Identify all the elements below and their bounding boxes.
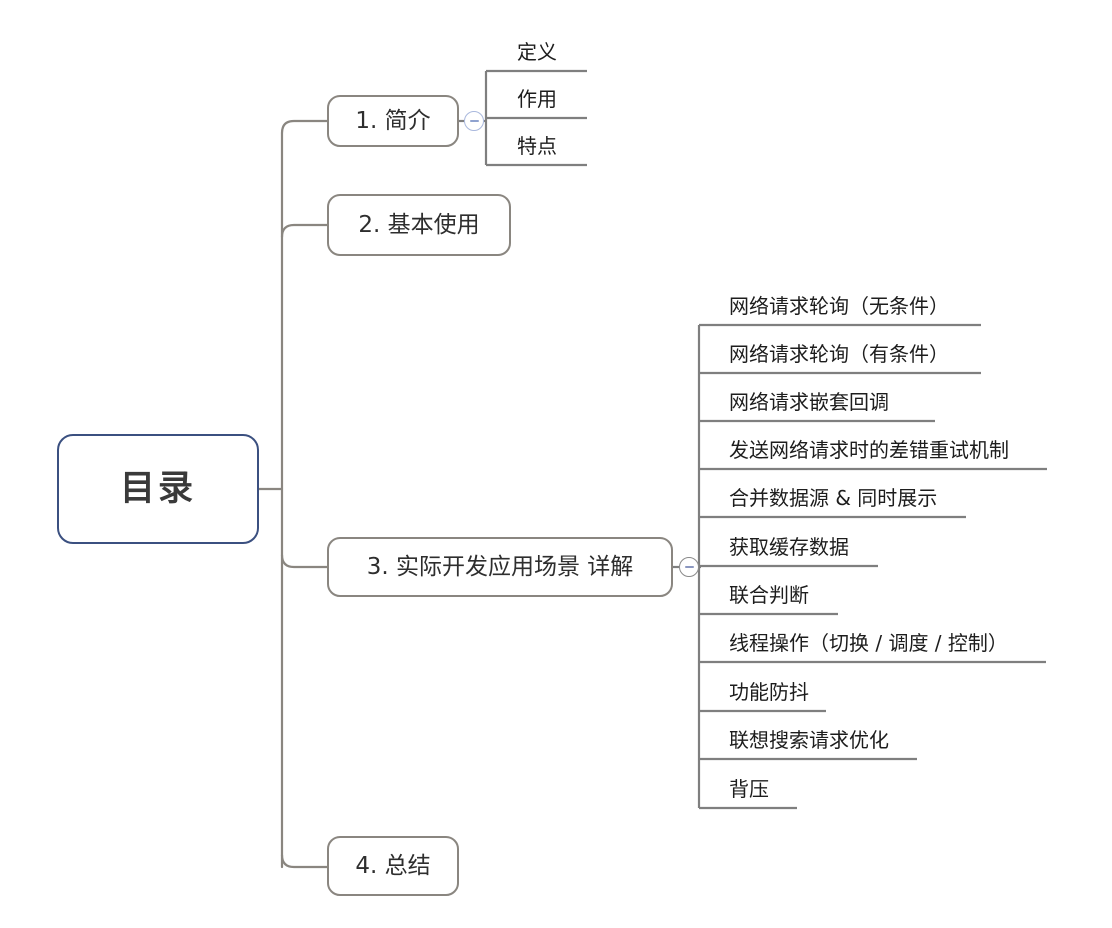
leaf-node-b3-3[interactable]: 发送网络请求时的差错重试机制 xyxy=(727,424,1009,469)
leaf-node-b3-8[interactable]: 功能防抖 xyxy=(727,666,809,711)
leaf-label-b3-0: 网络请求轮询（无条件） xyxy=(729,294,949,318)
leaf-node-b1-0[interactable]: 定义 xyxy=(515,26,557,71)
leaf-label-b3-9: 联想搜索请求优化 xyxy=(729,728,889,752)
branch-node-3[interactable]: 3. 实际开发应用场景 详解 xyxy=(327,537,673,597)
leaf-label-b1-2: 特点 xyxy=(517,134,557,158)
branch-label-1: 1. 简介 xyxy=(355,107,431,134)
leaf-label-b1-1: 作用 xyxy=(517,87,557,111)
leaf-label-b3-6: 联合判断 xyxy=(729,583,809,607)
leaf-node-b3-9[interactable]: 联想搜索请求优化 xyxy=(727,714,889,759)
collapse-toggle-branch-3[interactable] xyxy=(679,557,699,577)
leaf-label-b1-0: 定义 xyxy=(517,40,557,64)
edge-to-branch-2 xyxy=(280,223,329,239)
leaf-node-b3-10[interactable]: 背压 xyxy=(727,763,769,808)
root-node[interactable]: 目录 xyxy=(57,434,259,544)
root-label: 目录 xyxy=(119,468,196,509)
branch-node-1[interactable]: 1. 简介 xyxy=(327,95,459,147)
leaf-label-b3-7: 线程操作（切换 / 调度 / 控制） xyxy=(729,631,1008,655)
leaf-node-b3-6[interactable]: 联合判断 xyxy=(727,569,809,614)
minus-icon xyxy=(684,566,694,568)
leaf-node-b1-2[interactable]: 特点 xyxy=(515,120,557,165)
branch-label-3: 3. 实际开发应用场景 详解 xyxy=(366,553,634,580)
leaf-label-b3-8: 功能防抖 xyxy=(729,680,809,704)
branch-label-2: 2. 基本使用 xyxy=(358,211,480,238)
leaf-label-b3-4: 合并数据源 & 同时展示 xyxy=(729,486,938,510)
leaf-label-b3-5: 获取缓存数据 xyxy=(729,535,849,559)
branch-node-4[interactable]: 4. 总结 xyxy=(327,836,459,896)
leaf-node-b3-4[interactable]: 合并数据源 & 同时展示 xyxy=(727,472,937,517)
edge-to-branch-1 xyxy=(280,119,329,135)
leaf-node-b3-7[interactable]: 线程操作（切换 / 调度 / 控制） xyxy=(727,617,1008,662)
leaf-node-b3-2[interactable]: 网络请求嵌套回调 xyxy=(727,376,889,421)
leaf-label-b3-1: 网络请求轮询（有条件） xyxy=(729,342,949,366)
branch-label-4: 4. 总结 xyxy=(355,852,431,879)
leaf-label-b3-2: 网络请求嵌套回调 xyxy=(729,390,889,414)
branch-node-2[interactable]: 2. 基本使用 xyxy=(327,194,511,256)
collapse-toggle-branch-1[interactable] xyxy=(464,111,484,131)
edge-to-branch-4 xyxy=(280,853,329,869)
leaf-node-b3-1[interactable]: 网络请求轮询（有条件） xyxy=(727,328,949,373)
leaf-label-b3-3: 发送网络请求时的差错重试机制 xyxy=(729,438,1009,462)
leaf-node-b3-0[interactable]: 网络请求轮询（无条件） xyxy=(727,280,949,325)
edge-to-branch-3 xyxy=(280,553,329,569)
minus-icon xyxy=(469,120,479,122)
leaf-node-b1-1[interactable]: 作用 xyxy=(515,73,557,118)
leaf-label-b3-10: 背压 xyxy=(729,777,769,801)
leaf-node-b3-5[interactable]: 获取缓存数据 xyxy=(727,521,849,566)
